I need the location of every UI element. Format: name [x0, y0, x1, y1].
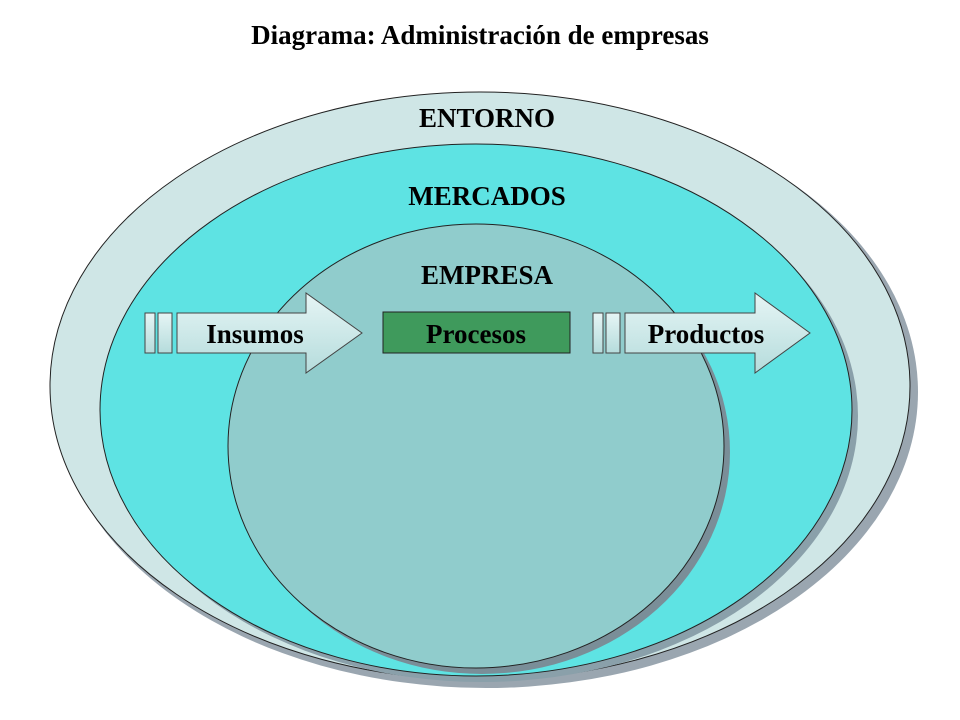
- insumos-arrow-tail-bar-2: [157, 312, 173, 354]
- productos-arrow: Productos: [592, 292, 811, 374]
- empresa-ellipse: [227, 223, 725, 669]
- procesos-label: Procesos: [426, 319, 526, 349]
- insumos-label: Insumos: [206, 319, 304, 349]
- productos-arrow-tail-bar-1: [592, 312, 604, 354]
- procesos-box: Procesos: [382, 311, 571, 354]
- procesos-box-rect: [382, 311, 571, 354]
- insumos-arrow-body: [176, 292, 363, 374]
- entorno-label: ENTORNO: [419, 103, 555, 133]
- productos-arrow-tail-bar-2: [605, 312, 621, 354]
- productos-label: Productos: [648, 319, 765, 349]
- empresa-label: EMPRESA: [421, 260, 554, 290]
- insumos-arrow-tail-bar-1: [144, 312, 156, 354]
- diagram-title: Diagrama: Administración de empresas: [251, 20, 709, 50]
- productos-arrow-body: [624, 292, 811, 374]
- insumos-arrow: Insumos: [144, 292, 363, 374]
- mercados-label: MERCADOS: [408, 181, 566, 211]
